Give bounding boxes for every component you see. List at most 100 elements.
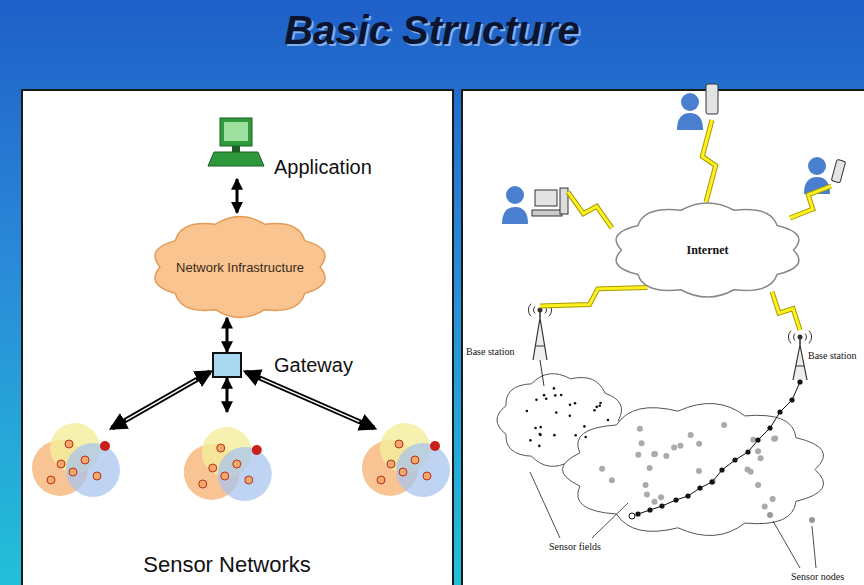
sensor-field (750, 437, 756, 443)
sensor-field (569, 414, 572, 417)
sensor-field (534, 427, 537, 430)
node-label: Internet (687, 243, 729, 258)
double-arrow (112, 372, 374, 428)
base-station: Base station (778, 330, 857, 361)
sensor-field (598, 404, 601, 407)
sensor-node (100, 441, 110, 451)
node-label: Base station (808, 350, 857, 361)
slide-title: Basic Structure (0, 8, 864, 53)
sensor-node (395, 440, 403, 448)
sensor-field (755, 482, 761, 488)
internet-cloud: Internet (600, 195, 815, 305)
sensor-field (529, 439, 532, 442)
sensor-field (583, 425, 586, 428)
leader-line (530, 472, 816, 568)
sensor-field (639, 440, 645, 446)
double-arrow (246, 372, 374, 428)
gateway-device (212, 352, 242, 378)
base-station-antenna (533, 318, 547, 360)
connector (226, 318, 229, 352)
user-icon (808, 157, 826, 175)
sensor-field (607, 419, 610, 422)
application-node: Application (212, 112, 372, 179)
sensor-field (599, 402, 602, 405)
sensor-field (772, 436, 778, 442)
connector (225, 378, 228, 412)
sensor-field (644, 491, 650, 497)
sensor-node (81, 456, 89, 464)
base-station-antenna (805, 334, 806, 341)
sensor-field (809, 517, 815, 523)
sensor-field (574, 402, 577, 405)
sensor-field (595, 406, 598, 409)
base-station-antenna (528, 304, 811, 380)
sensor-field (745, 449, 750, 454)
sensor-field (688, 432, 694, 438)
callout-label: Sensor nodes (790, 571, 845, 582)
sensor-node (252, 445, 262, 455)
callout-label: Sensor fields (548, 541, 602, 552)
sensor-field (574, 434, 577, 437)
lightning-bolt (772, 292, 800, 330)
lightning-bolt (702, 120, 715, 202)
computer-icon (532, 210, 562, 216)
computer-icon (535, 190, 557, 206)
sensor-node (57, 460, 65, 468)
sensor-node (423, 472, 431, 480)
sensor-field (643, 482, 649, 488)
sensor-node (217, 444, 225, 452)
panels (22, 90, 864, 585)
sensor-node (221, 472, 229, 480)
base-station-antenna (528, 304, 531, 317)
lightning-bolt (540, 287, 647, 306)
sensor-field (767, 425, 772, 430)
lightning-bolt (568, 192, 612, 228)
leader-line (773, 521, 800, 568)
node-label: Base station (466, 346, 515, 357)
leader-line (812, 526, 816, 568)
sensor-field (538, 445, 541, 448)
sensor-node (233, 460, 241, 468)
sensor-field (659, 503, 664, 508)
sensor-field (539, 433, 542, 436)
sensor-field (593, 409, 596, 412)
double-arrow (112, 372, 210, 428)
sensor-field (543, 394, 546, 397)
base-station-antenna (794, 334, 795, 341)
sensor-field (696, 441, 702, 447)
cloud-outline (155, 217, 325, 318)
sensor-field (553, 387, 556, 390)
lightning-bolt (772, 292, 800, 330)
double-arrow (237, 179, 238, 213)
base-station: Base station (466, 306, 515, 357)
sensor-field (497, 360, 824, 536)
sensor-field (755, 448, 761, 454)
sensor-field (789, 397, 794, 402)
computer-icon (224, 122, 248, 141)
base-station-antenna (534, 307, 535, 314)
sensor-node (69, 468, 77, 476)
double-arrow (226, 378, 227, 412)
sensor-field (609, 477, 615, 483)
double-arrow (227, 318, 228, 352)
sensor-field (535, 398, 538, 401)
sensor-field (797, 379, 802, 384)
wireless-link (772, 292, 800, 330)
sensor-field (685, 493, 690, 498)
leader-line (592, 503, 628, 538)
double-arrow (126, 380, 196, 420)
sensor-field (555, 411, 558, 414)
sensor-field (710, 478, 716, 484)
leader-line (530, 472, 560, 538)
user-icon (681, 93, 699, 111)
left-panel (22, 90, 453, 585)
computer-icon (220, 118, 252, 146)
sensor-node (47, 476, 55, 484)
sensor-field (748, 469, 754, 475)
sensor-field (647, 507, 652, 512)
sensor-field (777, 409, 782, 414)
sensor-field (647, 465, 653, 471)
computer-icon (560, 188, 568, 214)
